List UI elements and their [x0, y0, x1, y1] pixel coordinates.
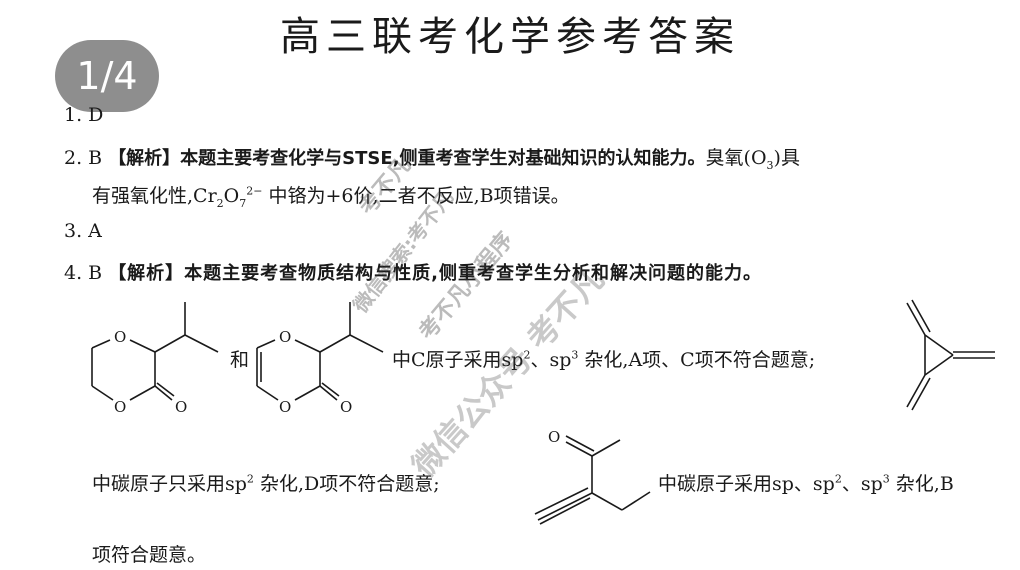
structure-dioxanone-b: O O O [256, 302, 384, 416]
structure-alkynyl-ketone: O [534, 428, 651, 525]
oxygen-label: O [340, 398, 352, 416]
answer-3: 3. A [64, 220, 102, 242]
answer-4-b-explanation: 中碳原子采用sp、sp2、sp3 杂化,B [658, 472, 954, 495]
answer-2-continued: 有强氧化性,Cr2O72− 中铬为+6价,二者不反应,B项错误。 [92, 184, 570, 210]
answer-2: 2. B 【解析】本题主要考查化学与STSE,侧重考查学生对基础知识的认知能力。… [64, 147, 800, 172]
answer-1-text: 1. D [64, 104, 104, 126]
and-text: 和 [230, 349, 250, 371]
oxygen-label: O [548, 428, 560, 446]
oxygen-label: O [175, 398, 187, 416]
sp-text: 、sp [530, 349, 572, 371]
b-text: 、sp [841, 473, 883, 495]
final-text: 项符合题意。 [92, 544, 207, 566]
b-conclusion: 杂化,B [895, 473, 954, 495]
oxygen-label: O [114, 398, 126, 416]
d-conclusion: 杂化,D项不符合题意; [259, 473, 440, 495]
answer-4-ac-explanation: 中C原子采用sp2、sp3 杂化,A项、C项不符合题意; [392, 348, 816, 371]
answer-2-cr-text: 有强氧化性,Cr [92, 185, 217, 207]
answer-3-text: 3. A [64, 220, 102, 242]
structure-dioxanone-a: O O O [91, 302, 219, 416]
answer-4-final: 项符合题意。 [92, 540, 206, 567]
answer-2-analysis: 【解析】本题主要考查化学与STSE,侧重考查学生对基础知识的认知能力。 [108, 148, 706, 169]
answer-2-conclusion: 中铬为+6价,二者不反应,B项错误。 [268, 185, 570, 207]
answer-1: 1. D [64, 104, 103, 126]
answer-4: 4. B 【解析】本题主要考查物质结构与性质,侧重考查学生分析和解决问题的能力。 [64, 259, 762, 285]
page-title: 高三联考化学参考答案 [280, 14, 740, 60]
answer-2-ozone-end: )具 [773, 147, 800, 169]
and-connector: 和 [230, 345, 249, 372]
answer-2-ozone: 臭氧(O [705, 147, 767, 169]
b-text: 中碳原子采用sp、sp [658, 473, 835, 495]
oxygen-label: O [279, 398, 291, 416]
oxygen-label: O [114, 328, 126, 346]
answer-4-analysis: 【解析】本题主要考查物质结构与性质,侧重考查学生分析和解决问题的能力。 [108, 263, 763, 284]
oxygen-label: O [279, 328, 291, 346]
sp-text: 中C原子采用sp [392, 349, 524, 371]
answer-2-o-text: O [223, 185, 240, 207]
d-text: 中碳原子只采用sp [92, 473, 247, 495]
page-indicator-badge: 1/4 [55, 40, 159, 112]
answer-4-d-explanation: 中碳原子只采用sp2 杂化,D项不符合题意; [92, 472, 440, 495]
ac-conclusion: 杂化,A项、C项不符合题意; [584, 349, 816, 371]
answer-2-number: 2. B [64, 147, 103, 169]
answer-4-number: 4. B [64, 262, 103, 284]
structure-radialene [906, 299, 995, 411]
